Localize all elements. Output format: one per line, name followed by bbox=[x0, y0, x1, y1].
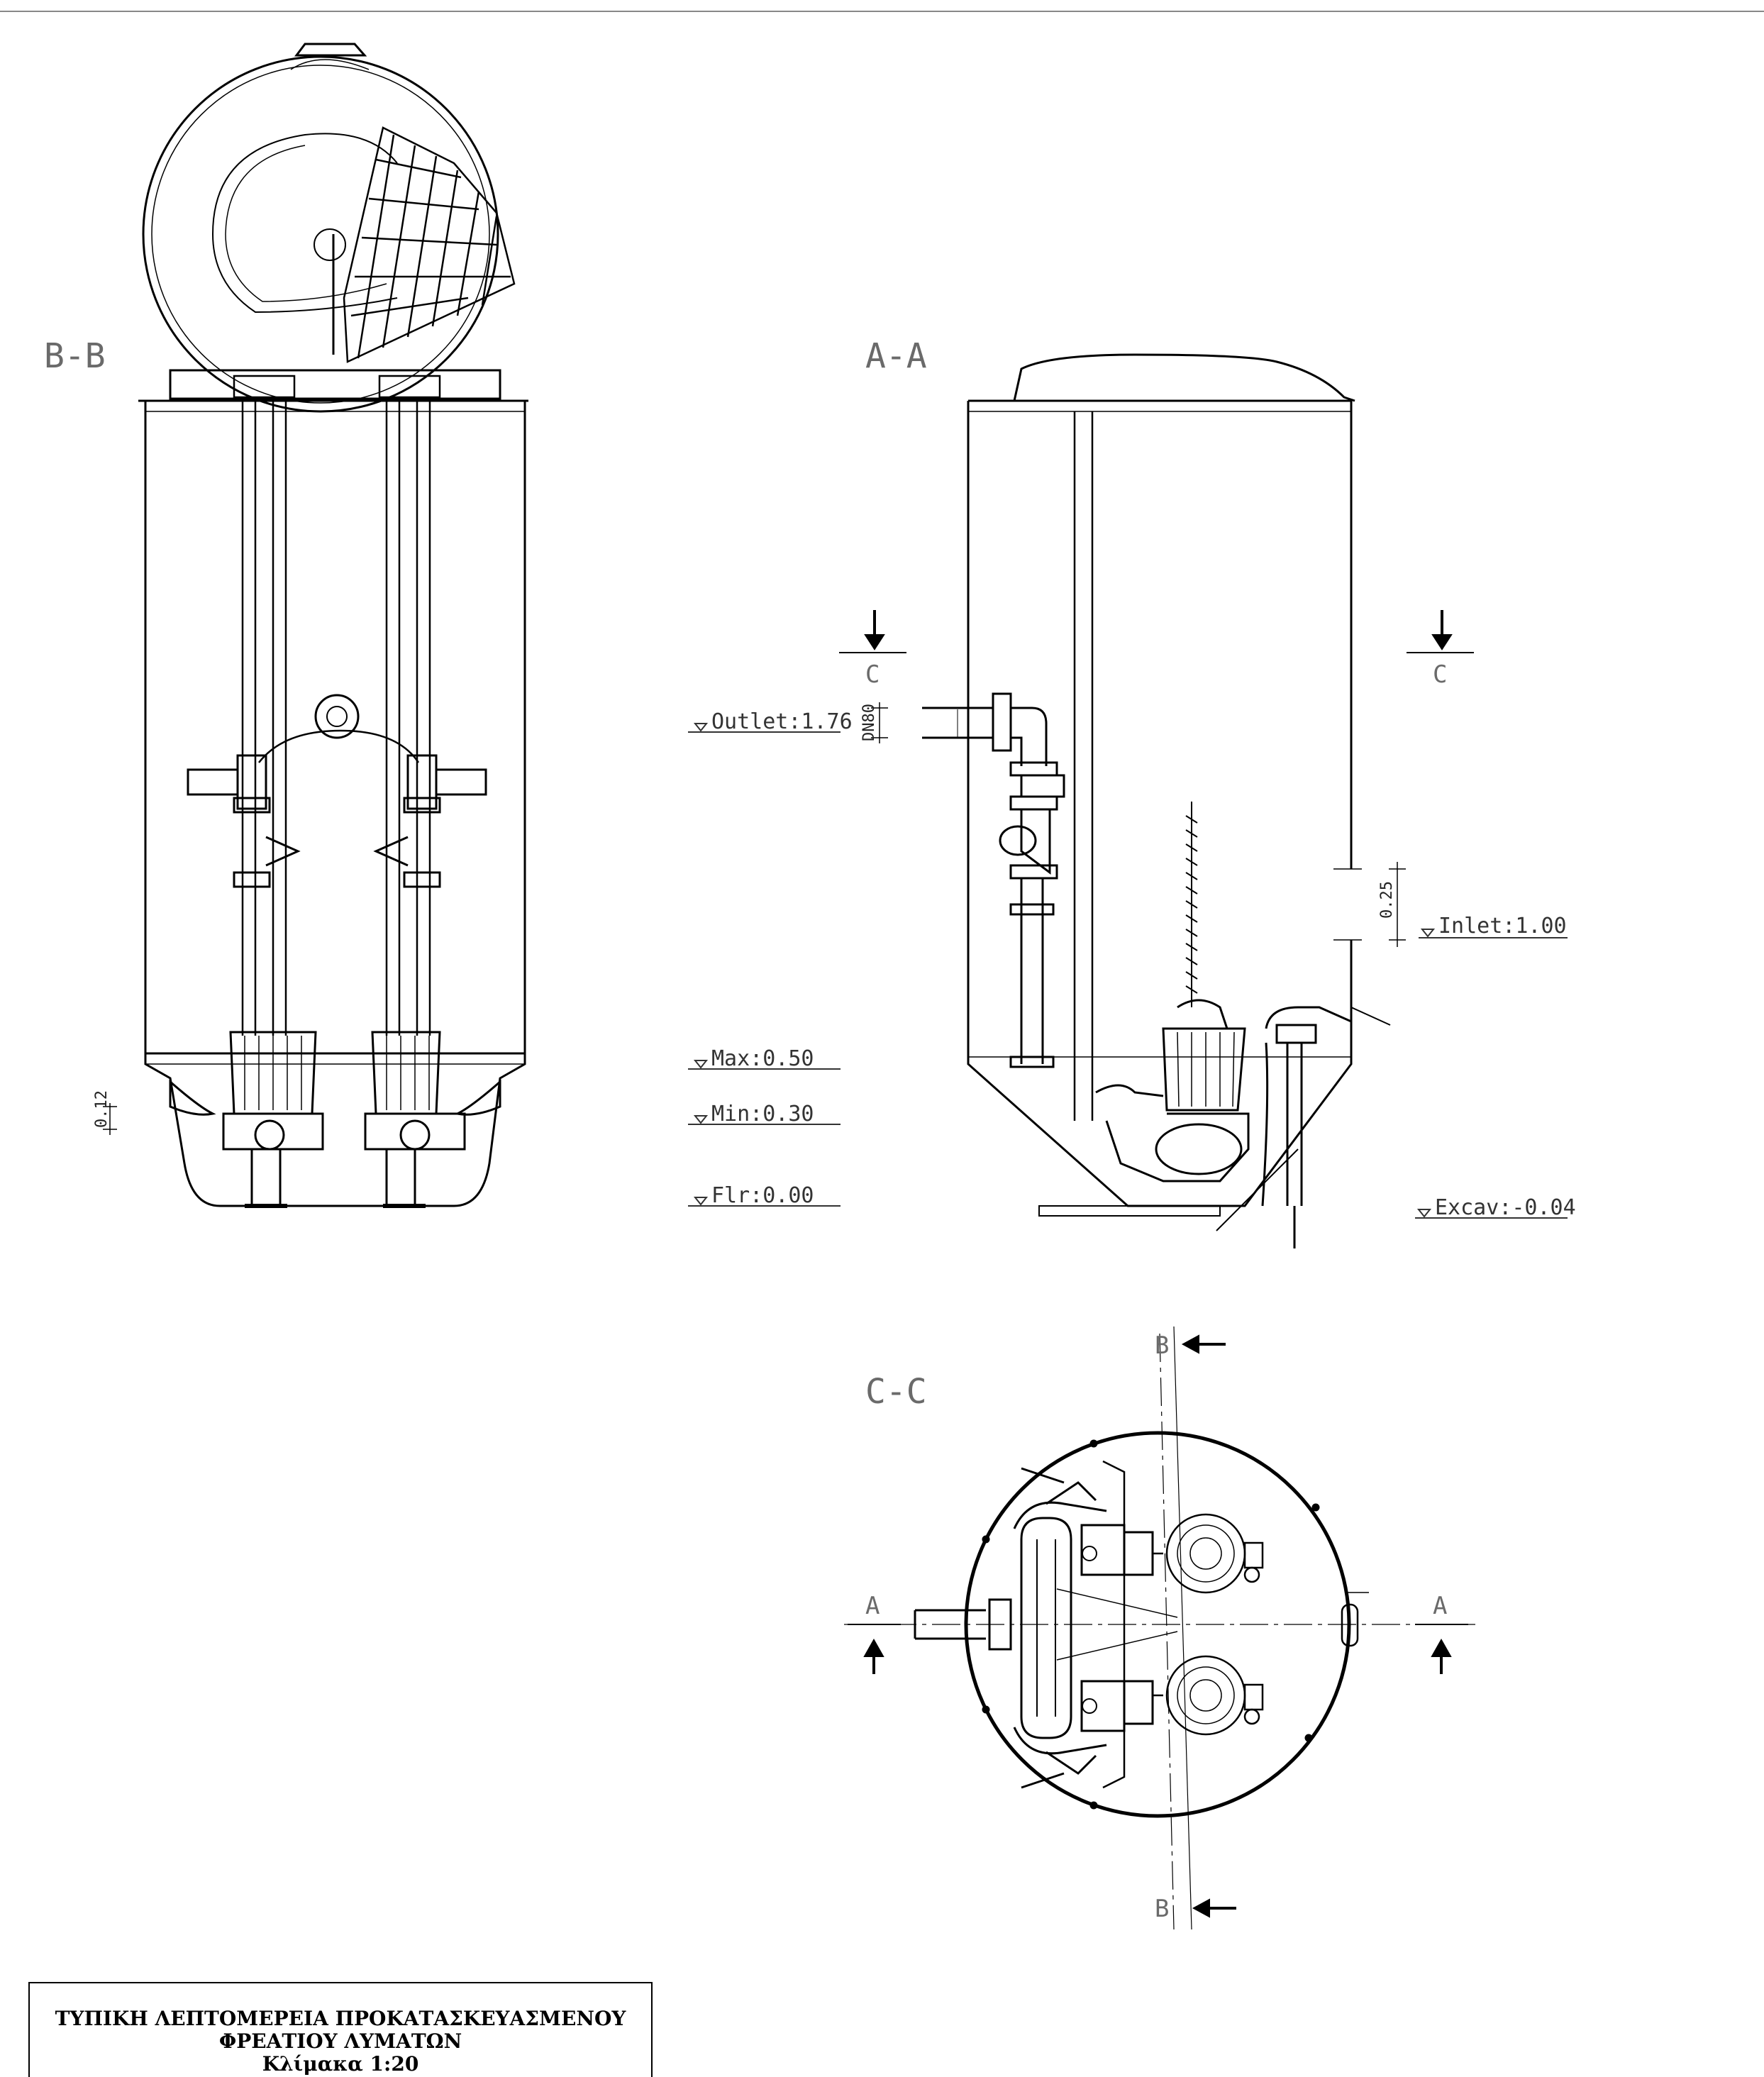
inlet-height-dim: 0.25 bbox=[1378, 881, 1396, 919]
cut-a-right-label: A bbox=[1433, 1592, 1447, 1620]
bb-tank-body bbox=[144, 401, 526, 1055]
title-line-2: ΦΡΕΑΤΙΟΥ ΛΥΜΑΤΩΝ bbox=[218, 2029, 462, 2053]
aa-outlet-pipe bbox=[922, 692, 1065, 1068]
bb-side-dim: 0.12 bbox=[93, 1090, 111, 1128]
bb-guide-rails bbox=[241, 401, 431, 1036]
cc-pumps bbox=[1153, 1513, 1264, 1736]
cut-a-left-label: A bbox=[865, 1592, 880, 1620]
level-inlet: Inlet:1.00 bbox=[1438, 914, 1567, 938]
cut-b-top-label: B bbox=[1155, 1331, 1169, 1360]
title-line-1: ΤΥΠΙΚΗ ΛΕΠΤΟΜΕΡΕΙΑ ΠΡΟΚΑΤΑΣΚΕΥΑΣΜΕΝΟΥ bbox=[55, 2007, 626, 2030]
dn80-dim: DN80 bbox=[860, 704, 878, 741]
level-min: Min:0.30 bbox=[711, 1102, 814, 1126]
cut-b-bottom-label: B bbox=[1155, 1895, 1169, 1923]
level-outlet: Outlet:1.76 bbox=[711, 709, 853, 734]
section-aa bbox=[922, 353, 1391, 1248]
section-bb-label: B-B bbox=[44, 336, 106, 376]
aa-lid bbox=[1013, 353, 1355, 402]
bb-top-slab bbox=[169, 369, 501, 400]
level-excav: Excav:-0.04 bbox=[1435, 1195, 1576, 1220]
cut-c-right-label: C bbox=[1433, 660, 1447, 689]
bb-grid-basket bbox=[343, 126, 516, 363]
bb-valves bbox=[187, 754, 487, 888]
bb-tank-bottom bbox=[144, 1053, 526, 1207]
bb-lid-dome bbox=[142, 55, 499, 413]
cut-ab-markers bbox=[848, 1334, 1468, 1918]
section-cc bbox=[844, 1326, 1475, 1930]
aa-level-marks bbox=[688, 723, 1568, 1219]
section-aa-label: A-A bbox=[865, 336, 927, 376]
aa-dimension-lines bbox=[871, 702, 1406, 947]
aa-inlet-fitting bbox=[1216, 1006, 1391, 1248]
title-block: ΤΥΠΙΚΗ ΛΕΠΤΟΜΕΡΕΙΑ ΠΡΟΚΑΤΑΣΚΕΥΑΣΜΕΝΟΥ ΦΡ… bbox=[28, 1982, 653, 2077]
cut-c-left-label: C bbox=[865, 660, 880, 689]
cut-c-markers bbox=[839, 610, 1474, 653]
title-scale: Κλίμακα 1:20 bbox=[262, 2052, 419, 2076]
aa-lift-chain bbox=[1185, 802, 1198, 1007]
level-max: Max:0.50 bbox=[711, 1046, 814, 1071]
aa-tank-bottom bbox=[967, 1057, 1353, 1207]
bb-pumps bbox=[169, 1031, 501, 1207]
section-cc-label: C-C bbox=[865, 1372, 927, 1412]
level-floor: Flr:0.00 bbox=[711, 1183, 814, 1208]
section-bb bbox=[103, 43, 528, 1208]
aa-pump bbox=[1095, 999, 1250, 1182]
